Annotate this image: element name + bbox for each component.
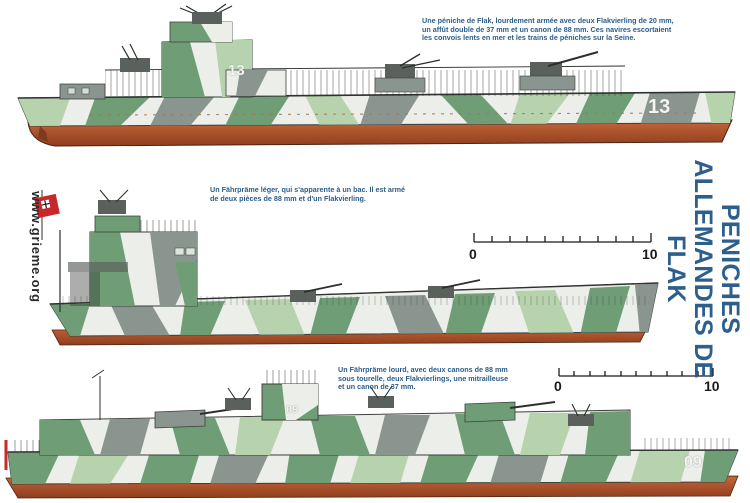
scale-bar-2-start-label: 0 — [554, 378, 562, 394]
ship-1-aft-gun — [120, 43, 150, 72]
ship-3-bow-number: 09 — [684, 454, 702, 471]
ship-1-gun-mount — [374, 53, 441, 93]
war-ensign-flag — [34, 190, 60, 240]
website-url: www.grieme.org — [29, 191, 44, 303]
ship-3-heavy-ferry — [4, 369, 739, 499]
plate-title: PENICHES ALLEMANDES DE FLAK — [662, 154, 744, 384]
scale-bar-1-end-label: 10 — [642, 246, 658, 262]
ship-1-caption: Une péniche de Flak, lourdement armée av… — [422, 16, 674, 43]
ship-1-88mm-gun — [519, 51, 599, 91]
scale-bar-1 — [473, 233, 652, 243]
ship-3-bridge-number: 09 — [286, 404, 299, 416]
ship-3-turret-fore — [464, 401, 556, 423]
ship-1-flak-barge — [17, 3, 736, 147]
ship-3-caption: Un Fährpräme lourd, avec deux canons de … — [338, 365, 509, 392]
ship-2-light-ferry — [34, 189, 659, 346]
scale-bar-1-start-label: 0 — [469, 246, 477, 262]
ship-2-88mm-gun-aft — [290, 283, 343, 302]
scale-bar-2-end-label: 10 — [704, 378, 720, 394]
ship-1-bridge-number: 13 — [228, 62, 245, 79]
plate-title-line-1: PENICHES — [716, 203, 744, 335]
scale-bar-2 — [558, 368, 714, 377]
ship-2-caption: Un Fährpräme léger, qui s'apparente à un… — [210, 185, 406, 203]
ship-1-bow-number: 13 — [648, 96, 671, 118]
ship-3-flak-guns — [225, 385, 594, 426]
ship-2-88mm-gun-fore — [428, 279, 481, 298]
plate-title-line-2: ALLEMANDES DE FLAK — [662, 159, 717, 379]
